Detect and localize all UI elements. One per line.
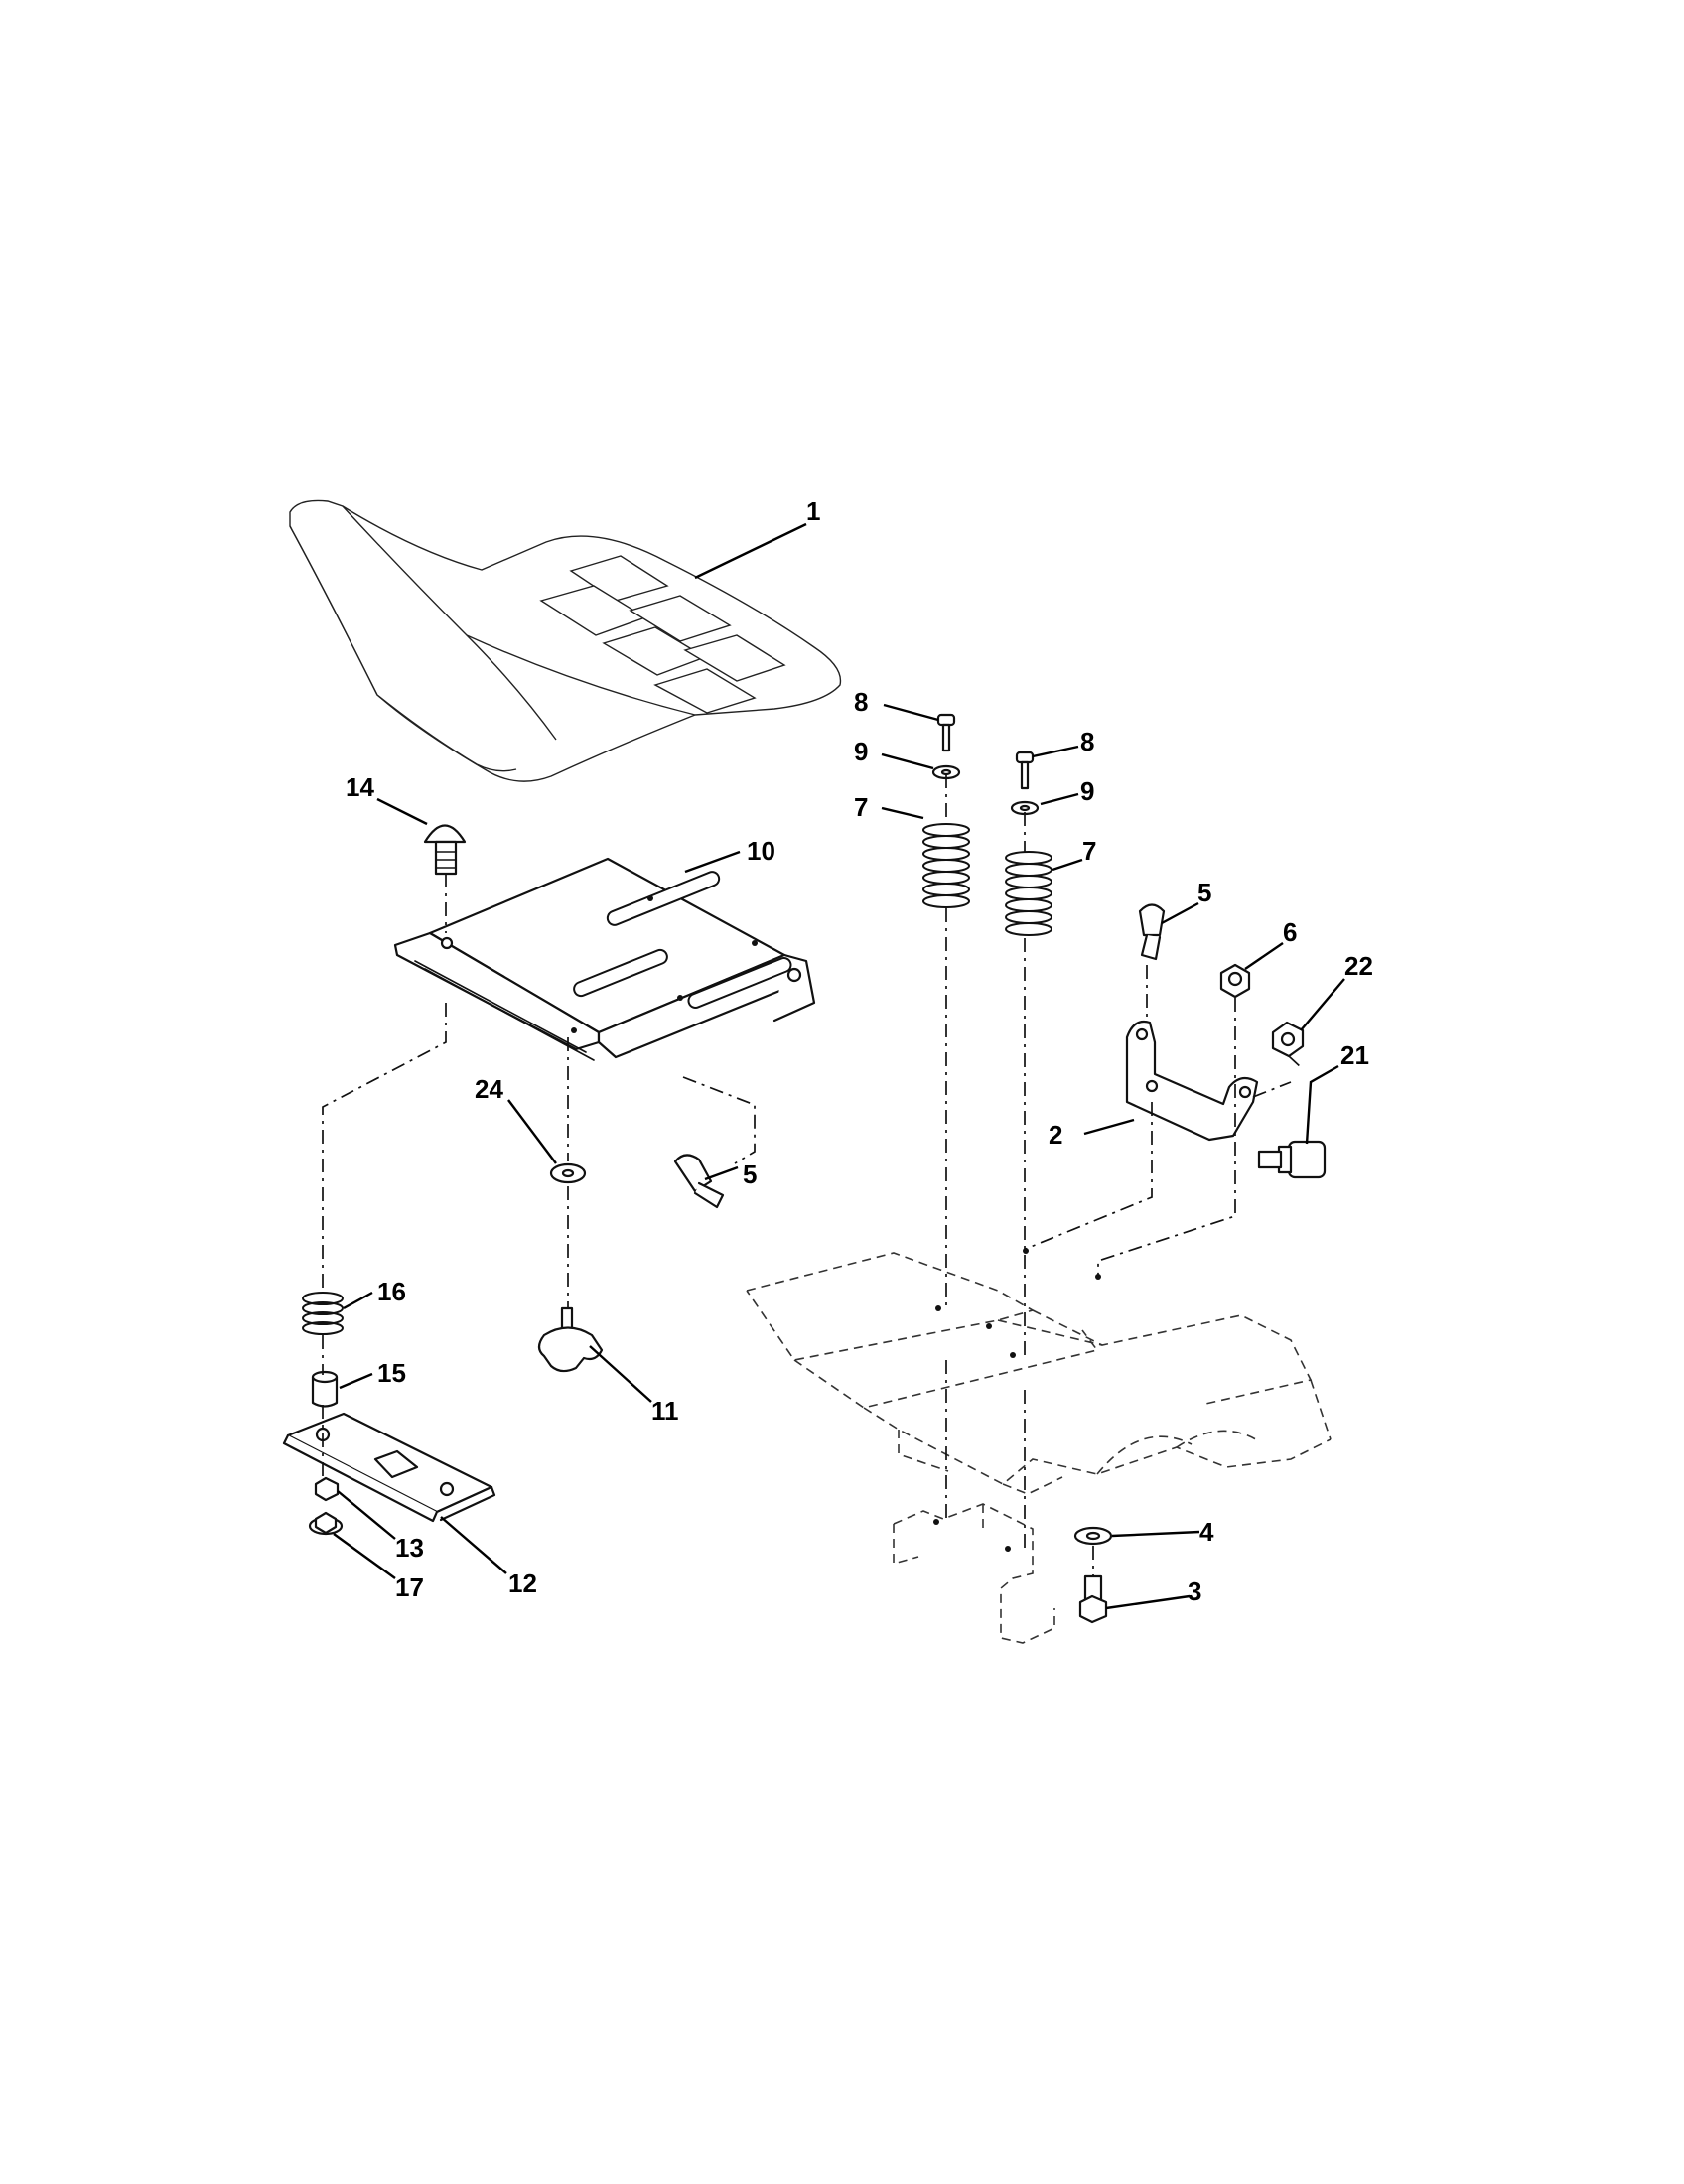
callout-3: 3 <box>1188 1576 1201 1606</box>
spring-washer-right <box>1010 800 1040 816</box>
seat-panels <box>539 555 786 714</box>
adjustment-knob <box>537 1306 604 1373</box>
seat <box>289 499 842 782</box>
callout-12: 12 <box>508 1569 537 1598</box>
callout-8b: 8 <box>1080 727 1094 756</box>
callout-21: 21 <box>1340 1040 1369 1070</box>
spacer <box>311 1370 339 1408</box>
callout-13: 13 <box>395 1533 424 1563</box>
callout-4: 4 <box>1199 1517 1214 1547</box>
callout-9b: 9 <box>1080 776 1094 806</box>
callout-7a: 7 <box>854 792 868 822</box>
callout-24: 24 <box>475 1074 503 1104</box>
wire-clip-lower <box>673 1154 725 1209</box>
hex-nut <box>314 1476 340 1502</box>
spring-right <box>1005 851 1052 936</box>
tractor-frame <box>746 1248 1332 1644</box>
callout-6: 6 <box>1283 917 1297 947</box>
spring-bolt-right <box>1015 751 1035 790</box>
compression-spring <box>302 1292 344 1335</box>
hex-nut-top <box>1219 963 1251 999</box>
callout-15: 15 <box>377 1358 406 1388</box>
carriage-bolt <box>423 824 467 876</box>
callout-1: 1 <box>806 496 820 526</box>
flat-washer <box>549 1162 587 1184</box>
callout-leaders <box>333 522 1345 1610</box>
slide-plate <box>282 1412 496 1523</box>
callout-9a: 9 <box>854 737 868 766</box>
spring-bolt-left <box>936 713 956 752</box>
spring-left <box>922 823 970 908</box>
callout-5a: 5 <box>1197 878 1211 907</box>
callout-labels: 1 2 3 4 5 5 6 7 7 8 8 9 9 10 11 12 13 14… <box>346 496 1373 1606</box>
callout-7b: 7 <box>1082 836 1096 866</box>
callout-14: 14 <box>346 772 374 802</box>
callout-11: 11 <box>651 1396 679 1426</box>
callout-17: 17 <box>395 1572 424 1602</box>
callout-5b: 5 <box>743 1160 757 1189</box>
wire-clip-upper <box>1138 903 1166 961</box>
callout-8a: 8 <box>854 687 868 717</box>
callout-16: 16 <box>377 1277 406 1306</box>
shoulder-bolt <box>1257 1140 1327 1179</box>
fender-washer <box>1073 1526 1113 1546</box>
lock-nut <box>1271 1021 1305 1058</box>
callout-22: 22 <box>1344 951 1373 981</box>
seat-pan <box>393 857 816 1061</box>
washer-nut <box>308 1511 344 1536</box>
hex-bolt <box>1078 1574 1108 1624</box>
callout-2: 2 <box>1049 1120 1062 1150</box>
assembly-guide-lines <box>322 774 1302 1576</box>
pivot-bracket <box>1125 1020 1259 1142</box>
callout-10: 10 <box>747 836 775 866</box>
